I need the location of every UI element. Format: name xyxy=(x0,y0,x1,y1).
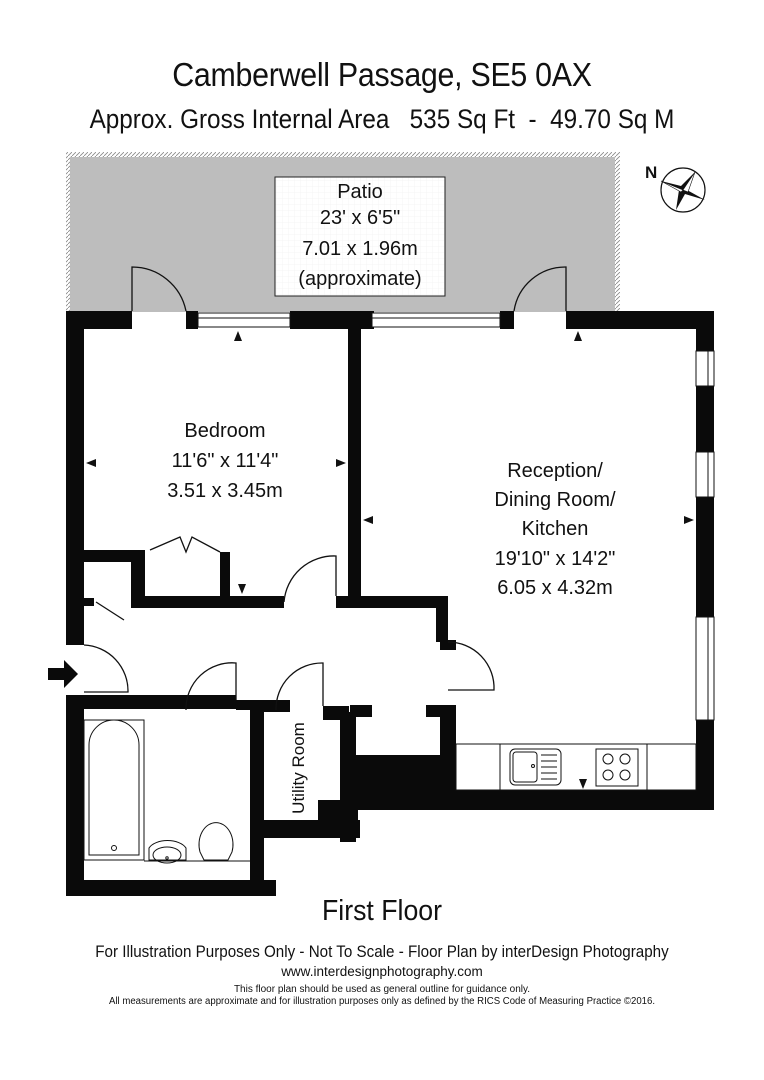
bedroom-door xyxy=(283,555,337,603)
reception-imperial: 19'10" x 14'2" xyxy=(495,548,616,570)
fine-print-guidance: This floor plan should be used as genera… xyxy=(233,984,531,995)
website-link[interactable]: www.interdesignphotography.com xyxy=(281,964,483,979)
hob-icon xyxy=(595,748,639,787)
gross-internal-area: Approx. Gross Internal Area 535 Sq Ft - … xyxy=(89,104,675,134)
entrance-door xyxy=(83,644,129,693)
compass-rose-icon: N xyxy=(645,163,706,213)
patio-label: Patio 23' x 6'5" 7.01 x 1.96m (approxima… xyxy=(298,181,421,290)
entrance-arrow-icon xyxy=(48,660,78,688)
reception-door xyxy=(447,641,495,691)
reception-name-3: Kitchen xyxy=(522,518,589,540)
bathtub-icon xyxy=(88,719,140,856)
reception-patio-door xyxy=(513,266,567,312)
disclaimer-text: For Illustration Purposes Only - Not To … xyxy=(95,943,669,961)
toilet-icon xyxy=(198,822,234,861)
bedroom-patio-door xyxy=(131,266,187,312)
patio-note: (approximate) xyxy=(298,268,421,290)
cupboard-door xyxy=(95,601,125,621)
floor-label: First Floor xyxy=(321,895,443,927)
fine-print-rics: All measurements are approximate and for… xyxy=(108,996,656,1007)
bedroom-label: Bedroom 11'6" x 11'4" 3.51 x 3.45m xyxy=(167,420,283,502)
patio-imperial: 23' x 6'5" xyxy=(320,207,400,229)
bathroom-door xyxy=(185,662,237,711)
kitchen-counter xyxy=(455,743,697,791)
bathroom-fixtures xyxy=(83,719,250,864)
sink-icon xyxy=(509,748,562,786)
compass-north-label: N xyxy=(645,163,657,182)
utility-door xyxy=(275,662,324,711)
bedroom-metric: 3.51 x 3.45m xyxy=(167,480,283,502)
reception-name-2: Dining Room/ xyxy=(494,489,616,511)
walls xyxy=(66,311,714,896)
washbasin-icon xyxy=(148,840,187,861)
utility-room-label: Utility Room xyxy=(289,722,308,814)
doors xyxy=(83,266,567,711)
reception-name-1: Reception/ xyxy=(507,460,603,482)
reception-label: Reception/ Dining Room/ Kitchen 19'10" x… xyxy=(494,460,616,599)
dimension-markers xyxy=(86,331,694,789)
patio-name: Patio xyxy=(337,181,383,203)
property-address-title: Camberwell Passage, SE5 0AX xyxy=(172,56,592,93)
windows xyxy=(197,312,715,721)
bedroom-name: Bedroom xyxy=(184,420,265,442)
reception-metric: 6.05 x 4.32m xyxy=(497,577,613,599)
bedroom-imperial: 11'6" x 11'4" xyxy=(172,450,279,472)
patio-metric: 7.01 x 1.96m xyxy=(302,238,418,260)
wardrobe-doors xyxy=(149,536,221,554)
